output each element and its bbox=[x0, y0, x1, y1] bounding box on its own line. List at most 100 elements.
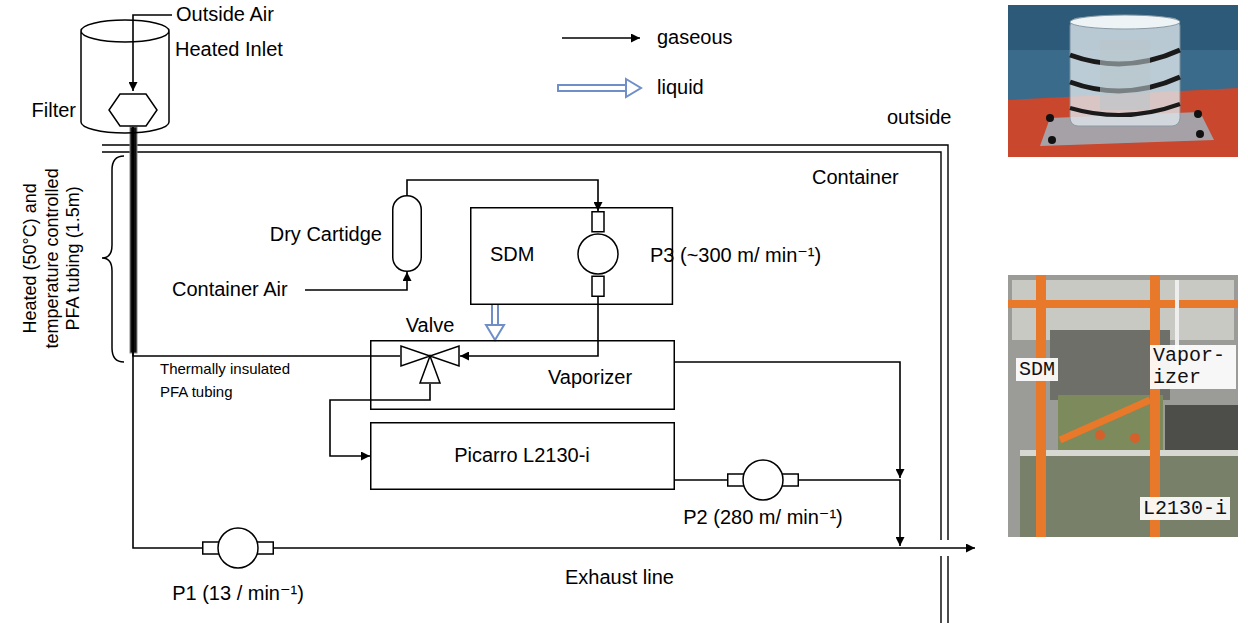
liquid-arrowhead bbox=[486, 325, 504, 340]
container-wall bbox=[102, 145, 948, 623]
legend-text: liquid bbox=[657, 76, 704, 99]
pump-p3: P3 (~300 m/ min⁻¹) bbox=[576, 211, 620, 297]
dry-cartridge-outline bbox=[393, 196, 422, 272]
filter: Filter bbox=[108, 93, 158, 127]
valve-outline bbox=[400, 344, 460, 384]
node-label: Heated Inlet bbox=[175, 38, 283, 61]
inlet-photo bbox=[1070, 18, 1180, 126]
gas-line bbox=[330, 384, 430, 456]
gas-flow bbox=[675, 480, 727, 481]
legend-liquid-sample bbox=[557, 79, 641, 97]
rack-photo bbox=[1165, 405, 1238, 455]
dry-cartridge: Dry Cartidge bbox=[392, 195, 422, 272]
pump-p2-outline bbox=[728, 474, 744, 486]
container-air-arrow bbox=[305, 272, 407, 290]
tubing-bracket bbox=[102, 156, 124, 362]
pump-p1-outline bbox=[257, 542, 273, 554]
gas-flow bbox=[460, 297, 598, 356]
inlet-photo bbox=[1008, 5, 1238, 157]
valve-outline bbox=[401, 346, 430, 366]
node-label: P2 (280 m/ min⁻¹) bbox=[683, 506, 842, 529]
pump-p3-outline bbox=[592, 212, 604, 232]
gas-line bbox=[133, 127, 202, 548]
vaporizer-exhaust bbox=[675, 362, 900, 478]
annotation-label: Heated (50°C) and temperature controlled… bbox=[20, 156, 85, 361]
inlet-photo bbox=[1048, 136, 1056, 144]
filter-outline bbox=[108, 93, 158, 127]
inlet-photo bbox=[1100, 40, 1150, 110]
heated-inlet-outline bbox=[81, 20, 169, 133]
filter-outline bbox=[109, 94, 157, 126]
gas-flow bbox=[407, 180, 598, 211]
node-label: Vaporizer bbox=[548, 366, 632, 389]
gas-flow bbox=[133, 127, 400, 356]
photo-label: SDM bbox=[1016, 358, 1058, 381]
rack-photo bbox=[1175, 280, 1179, 350]
pump-p3-outline bbox=[576, 211, 620, 297]
container-wall bbox=[947, 556, 948, 623]
rack-photo bbox=[1008, 275, 1238, 537]
liquid-flow bbox=[486, 305, 504, 340]
legend-liquid-sample bbox=[559, 86, 628, 90]
analyzer-box: Picarro L2130-i bbox=[370, 422, 675, 490]
node-label: Valve bbox=[406, 314, 455, 337]
inlet-photo bbox=[1046, 114, 1054, 122]
annotation-label: Exhaust line bbox=[565, 566, 674, 589]
analyzer-box-outline bbox=[371, 423, 675, 490]
liquid-shaft bbox=[491, 305, 499, 327]
gas-line bbox=[133, 127, 400, 356]
sdm-box-outline bbox=[471, 208, 673, 305]
pump-p1-outline bbox=[202, 526, 274, 570]
node-label: P3 (~300 m/ min⁻¹) bbox=[650, 244, 821, 267]
rack-photo bbox=[1020, 455, 1238, 537]
pump-p2-outline bbox=[743, 460, 783, 500]
inlet-photo bbox=[1194, 110, 1202, 118]
legend-liquid-sample bbox=[626, 79, 641, 97]
inlet-photo bbox=[1008, 5, 1238, 157]
rack-photo bbox=[1020, 450, 1238, 456]
annotation-label: Outside Air bbox=[176, 3, 274, 26]
rack-photo bbox=[1095, 430, 1105, 440]
heated-inlet: FilterHeated Inlet bbox=[80, 20, 170, 134]
valve-outline bbox=[430, 346, 459, 366]
sdm-box: P3 (~300 m/ min⁻¹) SDM bbox=[470, 207, 673, 305]
pump-p2: P2 (280 m/ min⁻¹) bbox=[727, 458, 799, 502]
legend-liquid-sample bbox=[557, 84, 627, 92]
annotation-label: Container Air bbox=[172, 278, 288, 301]
node-label: P1 (13 / min⁻¹) bbox=[172, 582, 304, 605]
liquid-shaft-inner bbox=[493, 305, 497, 327]
valve-outline bbox=[420, 356, 440, 383]
exhaust-line bbox=[274, 547, 975, 549]
inlet-photo bbox=[1196, 130, 1204, 138]
vaporizer-box-outline bbox=[371, 341, 675, 410]
valve: Valve bbox=[400, 344, 460, 384]
node-label: SDM bbox=[490, 243, 534, 266]
rack-photo bbox=[1036, 275, 1046, 537]
gas-line bbox=[407, 180, 598, 211]
container-wall bbox=[940, 556, 941, 623]
vaporizer-box: ValveVaporizer bbox=[370, 340, 675, 410]
pump-p2-outline bbox=[782, 474, 798, 486]
rack-photo bbox=[1130, 433, 1140, 443]
legend-gaseous-sample bbox=[562, 37, 640, 39]
rack-photo bbox=[1008, 275, 1238, 537]
gas-line bbox=[675, 479, 727, 481]
gas-line bbox=[460, 297, 598, 356]
photo-label: Vapor- izer bbox=[1150, 345, 1236, 389]
node-label: Filter bbox=[32, 99, 76, 122]
annotation-label: Container bbox=[812, 166, 899, 189]
rack-photo bbox=[1058, 395, 1163, 450]
pump-p1-outline bbox=[203, 542, 219, 554]
node-label: Dry Cartidge bbox=[270, 223, 382, 246]
rack-photo bbox=[1008, 300, 1238, 308]
annotation-label: outside bbox=[887, 106, 952, 129]
pump-p1-outline bbox=[218, 528, 258, 568]
dry-cartridge-outline bbox=[392, 195, 422, 272]
photo-label: L2130-i bbox=[1140, 497, 1230, 520]
pump-p1: P1 (13 / min⁻¹) bbox=[202, 526, 274, 570]
annotation-label: Thermally insulated PFA tubing bbox=[160, 358, 312, 403]
